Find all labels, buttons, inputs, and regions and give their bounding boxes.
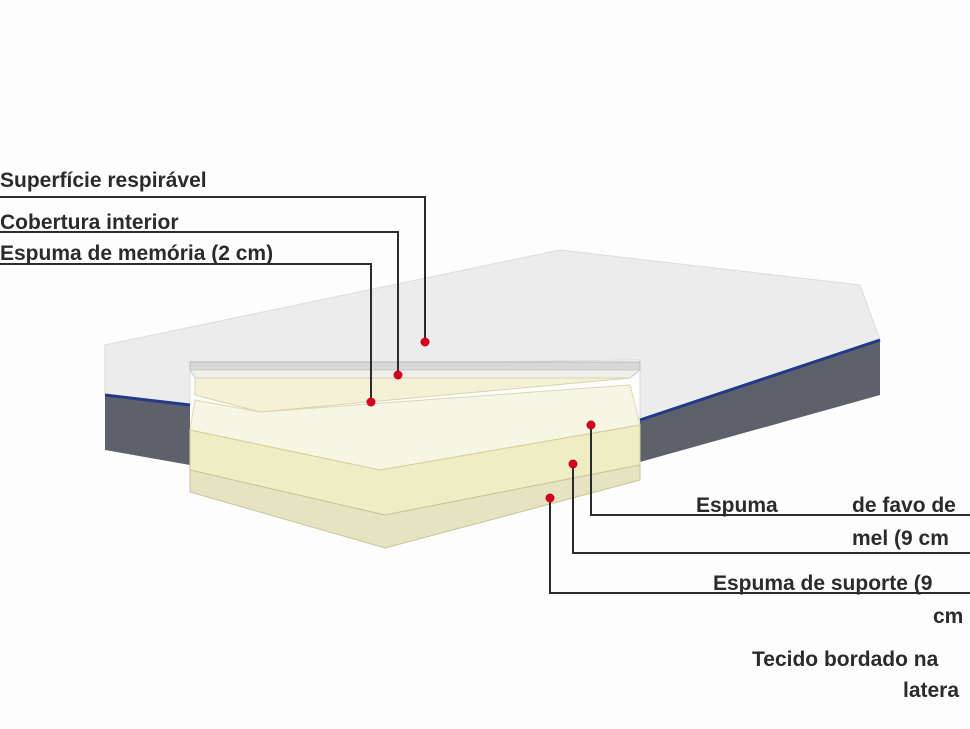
label-inner-cover: Cobertura interior [0,211,179,234]
label-honeycomb-2: mel (9 cm [852,527,949,550]
layer-surface [189,361,641,371]
marker-dot [545,493,555,503]
marker-dot [420,337,430,347]
marker-dot [393,370,403,380]
layer-base [189,464,641,549]
label-support-1: Espuma de suporte (9 [713,572,933,595]
label-support-2: cm [933,605,964,628]
label-memory-foam: Espuma de memória (2 cm) [0,242,274,265]
label-honeycomb-1a: Espuma [696,494,778,517]
mattress-side-band [105,395,190,465]
marker-dot [366,397,376,407]
label-honeycomb-1b: de favo de [852,494,956,517]
mattress-side-band-right [640,340,880,462]
marker-dot [568,459,578,469]
layer-inner-cover [189,369,642,379]
label-surface: Superfície respirável [0,169,207,192]
label-fabric-2: latera [903,679,960,702]
label-fabric-1: Tecido bordado na [752,648,939,671]
marker-dot [586,420,596,430]
